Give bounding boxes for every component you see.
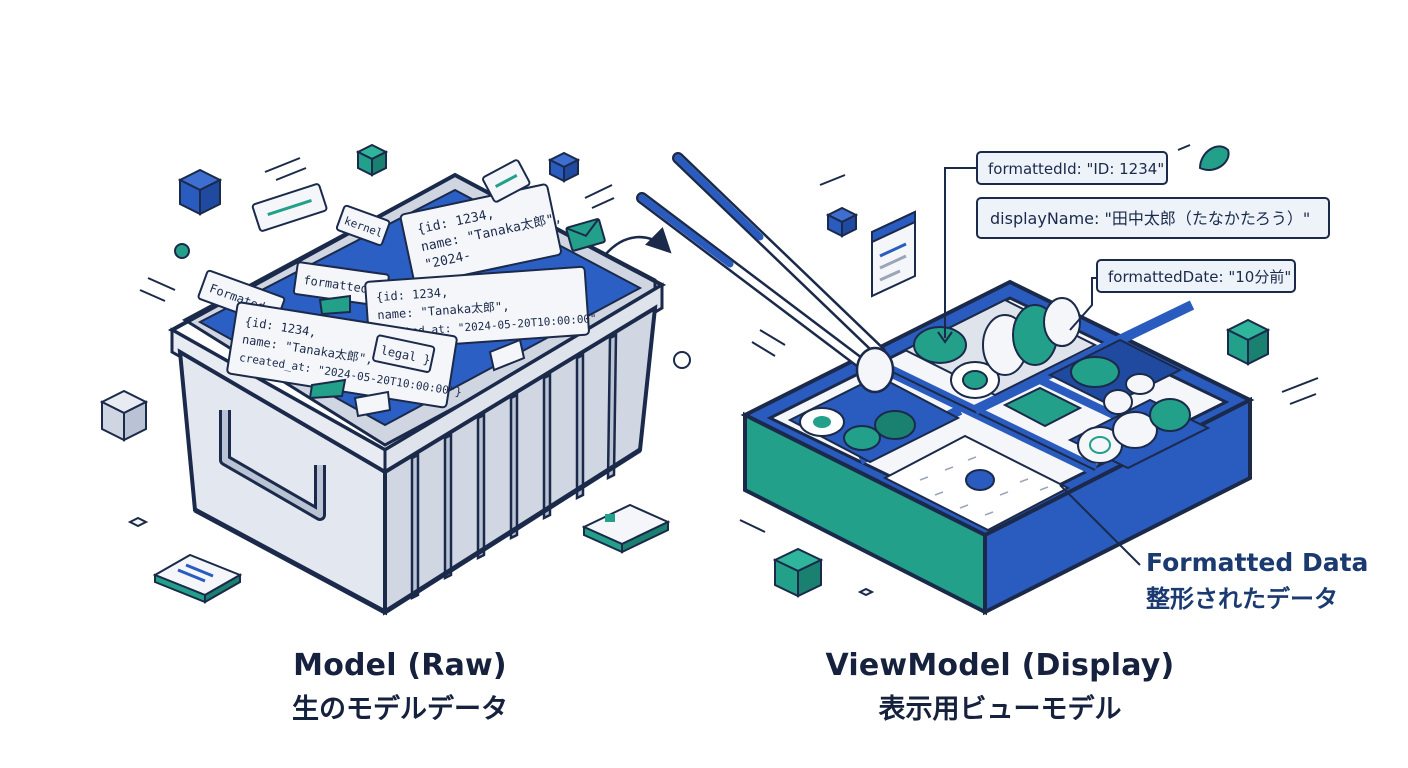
document-card-icon: [581, 503, 671, 554]
raw-json-card-top: {id: 1234, name: "Tanaka太郎", "2024-: [399, 183, 563, 286]
formatted-id-text: formattedId: "ID: 1234": [988, 160, 1164, 178]
viewmodel-subtitle: 表示用ビューモデル: [878, 694, 1122, 725]
dot-decoration: [174, 243, 190, 259]
small-diamond: [857, 587, 875, 597]
card2-line-1: {id: 1234,: [376, 285, 449, 304]
leaf-icon: [1198, 145, 1230, 171]
speed-lines: [139, 157, 615, 302]
chopsticks: [636, 152, 895, 394]
chevron-down-icon: [937, 331, 953, 344]
side-dish-right: [1002, 338, 1211, 470]
small-diamond: [127, 516, 149, 528]
model-title: Model (Raw): [293, 648, 507, 683]
display-name-card: displayName: "田中太郎（たなかたろう）": [976, 197, 1330, 239]
transform-arrow: [604, 227, 672, 256]
cube-icon: [772, 547, 824, 598]
leader-lines: [944, 167, 1141, 566]
side-dish-top: [902, 297, 1098, 399]
formatted-id-card: formattedId: "ID: 1234": [976, 151, 1168, 185]
formatted-data-label: Formatted Data 整形されたデータ: [1146, 548, 1386, 614]
document-card-icon: [152, 553, 243, 604]
model-subtitle: 生のモデルデータ: [292, 694, 508, 725]
raw-json-card-2: {id: 1234, name: "Tanaka太郎", created_at:…: [364, 265, 597, 351]
cube-icon: [177, 168, 223, 216]
formatted-data-label-ja: 整形されたデータ: [1146, 585, 1338, 613]
ring-decoration: [673, 351, 691, 369]
viewmodel-caption: ViewModel (Display) 表示用ビューモデル: [790, 648, 1210, 726]
raw-scraps: [308, 294, 526, 418]
cube-icon: [99, 389, 149, 442]
model-caption: Model (Raw) 生のモデルデータ: [190, 648, 610, 726]
floating-slip-2: [482, 159, 531, 203]
rice-compartment: [882, 434, 1071, 532]
cube-icon: [355, 143, 389, 177]
envelope-icon: [565, 218, 606, 252]
floating-slip-1: [251, 183, 328, 232]
cube-icon: [1225, 318, 1271, 366]
cube-icon: [825, 206, 859, 238]
viewmodel-title: ViewModel (Display): [825, 648, 1175, 683]
formatted-date-text: formattedDate: "10分前": [1108, 268, 1291, 286]
picked-food: [855, 346, 895, 394]
document-window-icon: [871, 210, 916, 298]
speed-lines: [739, 144, 1319, 533]
umeboshi: [965, 469, 995, 491]
formatted-date-card: formattedDate: "10分前": [1096, 259, 1296, 293]
cube-icon: [547, 151, 581, 183]
raw-slip-legal: legal }: [372, 334, 436, 373]
side-dish-left: [787, 374, 961, 464]
display-name-text: displayName: "田中太郎（たなかたろう）": [990, 209, 1310, 228]
formatted-data-label-en: Formatted Data: [1146, 548, 1369, 577]
